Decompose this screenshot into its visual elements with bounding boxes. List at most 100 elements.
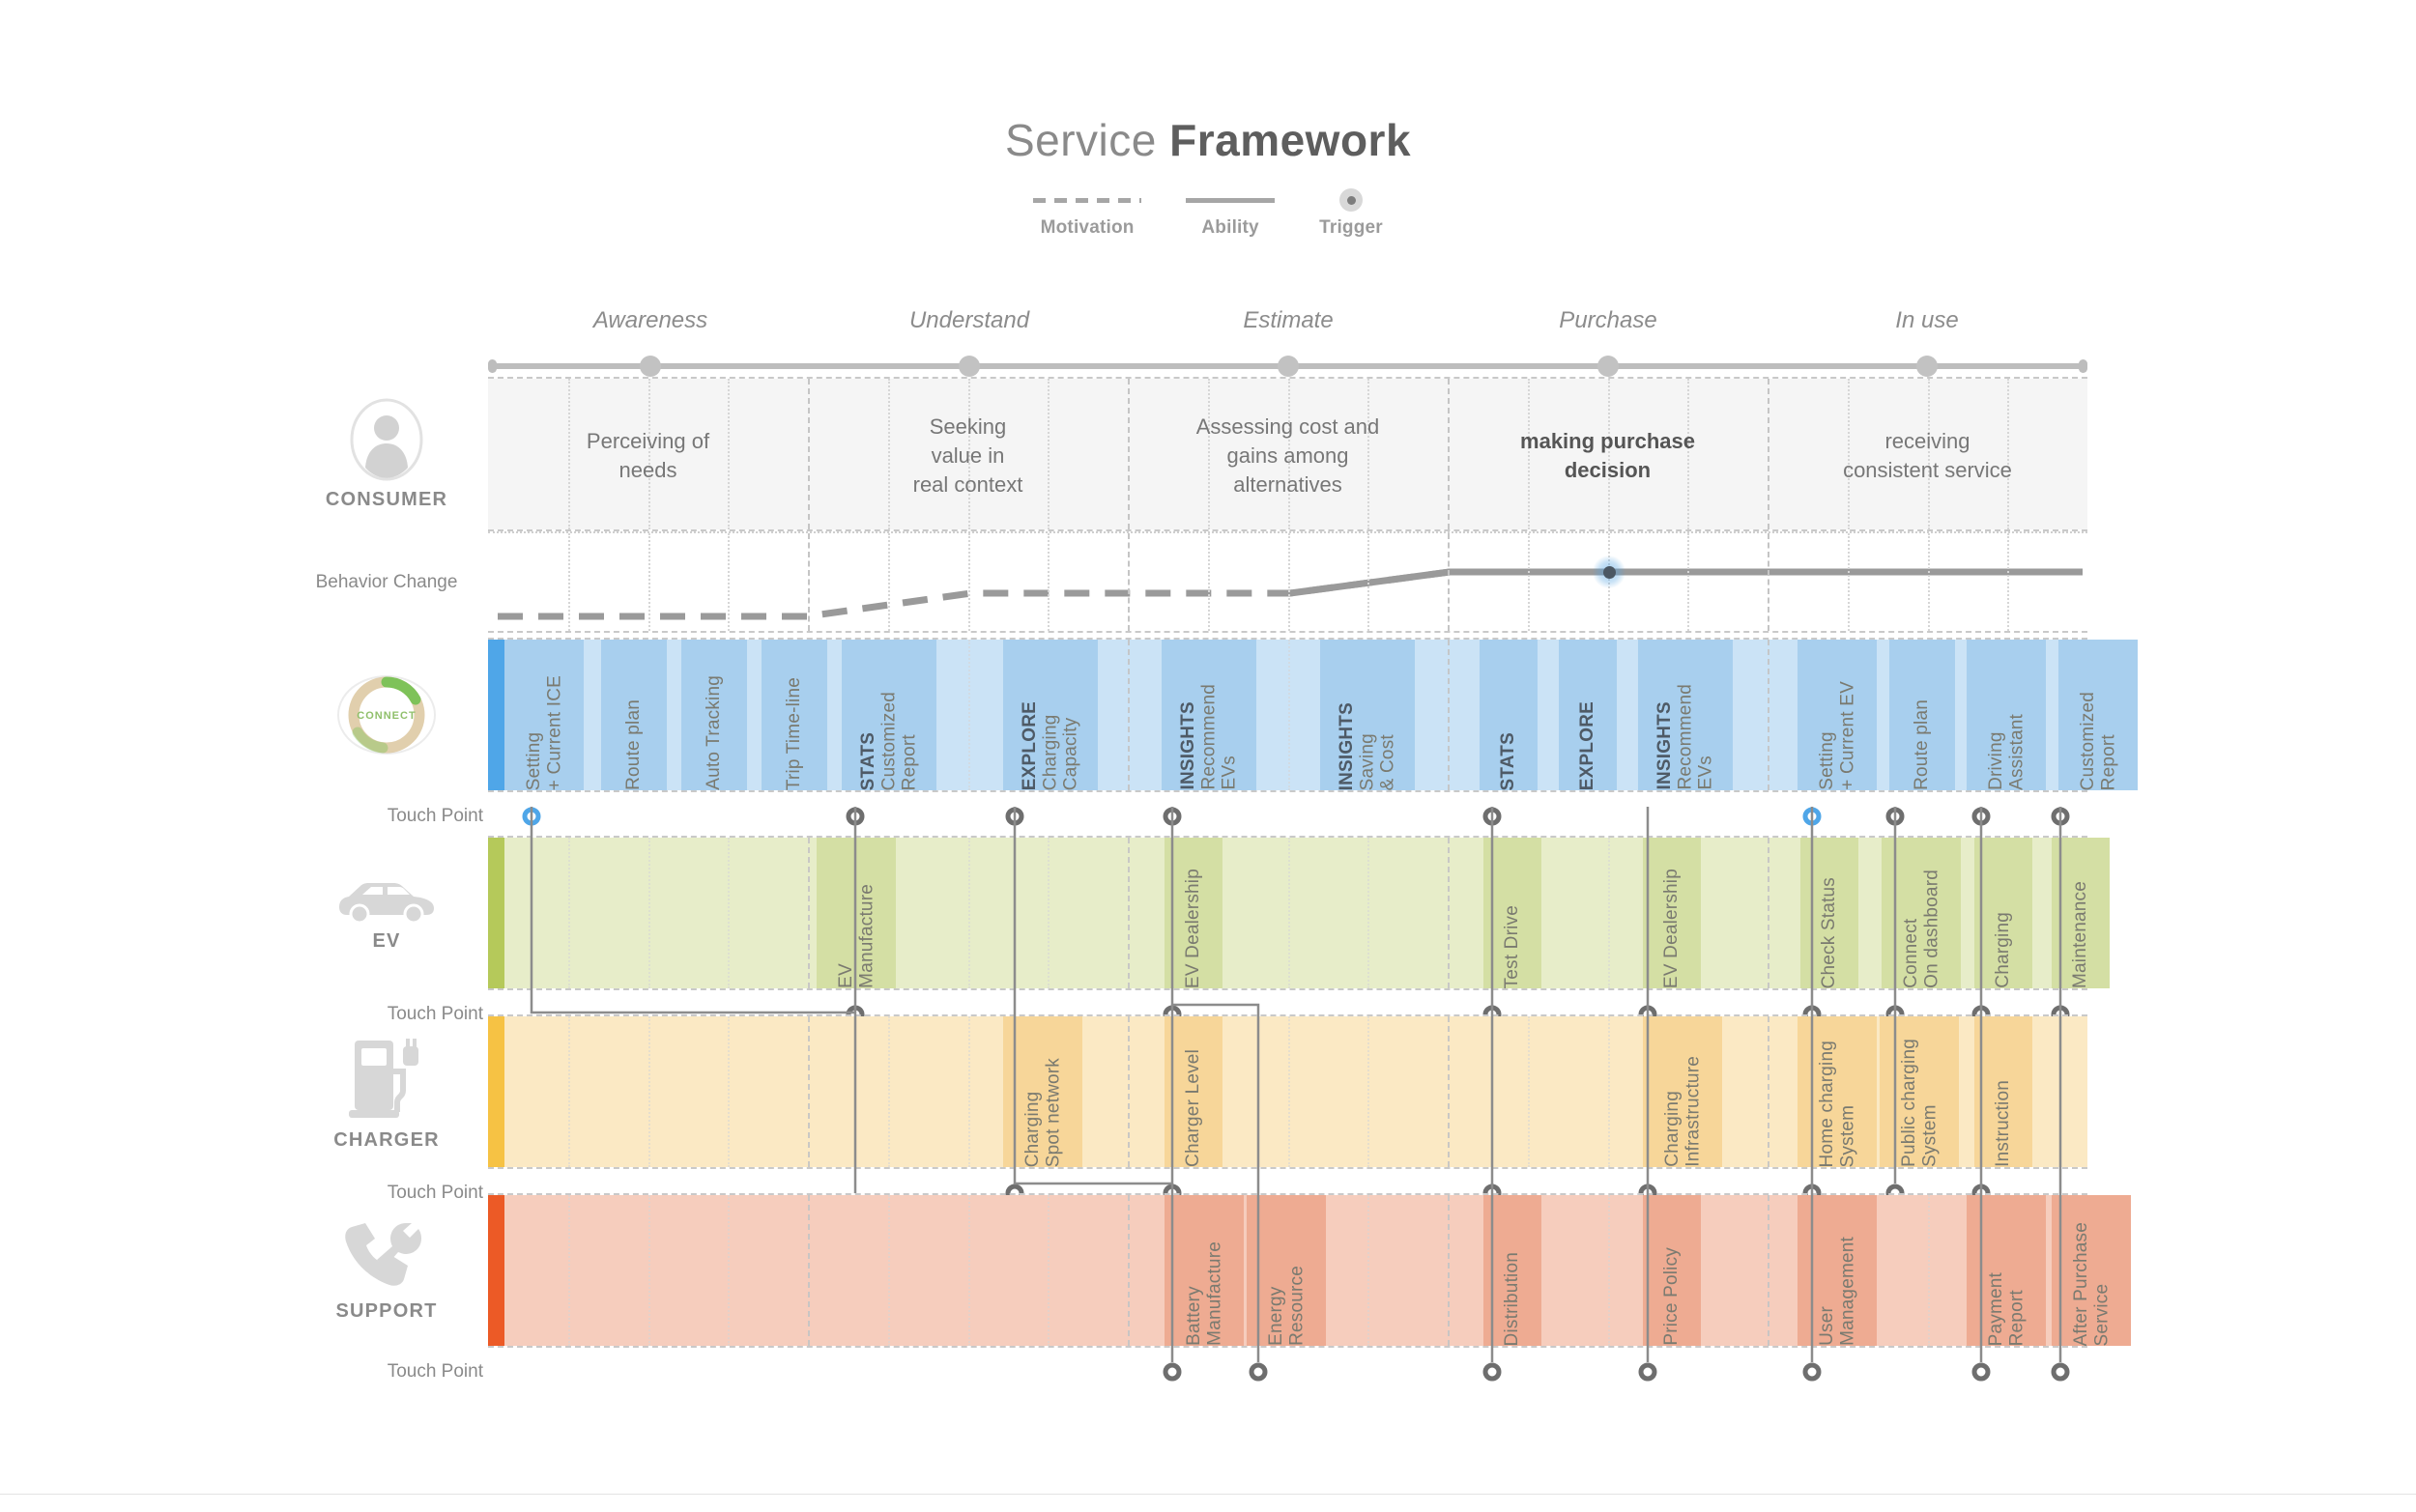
gridline <box>1448 640 1450 790</box>
legend-item-trigger: Trigger <box>1319 188 1383 239</box>
journey-axis <box>488 356 2087 377</box>
ev-cell-6[interactable]: Charging <box>1974 838 2032 988</box>
connect-touchpoint-6[interactable] <box>1885 807 1905 826</box>
ev-cell-2[interactable]: Test Drive <box>1483 838 1541 988</box>
gridline-minor <box>1367 379 1370 529</box>
support-touchpoint-3[interactable] <box>1638 1362 1657 1382</box>
ev-cell-5[interactable]: Connect On dashboard <box>1882 838 1961 988</box>
support-touchpoint-strip <box>488 1350 2087 1394</box>
legend-label-motivation: Motivation <box>1040 217 1135 238</box>
ev-cell-1[interactable]: EV Dealership <box>1165 838 1222 988</box>
gridline-phase-1 <box>808 379 810 529</box>
connect-touchpoint-3[interactable] <box>1163 807 1182 826</box>
gridline <box>1287 1016 1290 1167</box>
gridline-minor <box>1287 533 1290 631</box>
charger-cell-label-4: Public charging System <box>1898 1039 1940 1167</box>
trigger-dot-icon <box>1339 188 1363 212</box>
support-cell-4[interactable]: User Management <box>1798 1195 1877 1346</box>
behavior-trigger-dot <box>1593 556 1625 588</box>
connect-cell-label-1: Route plan <box>623 699 645 790</box>
gridline-minor <box>1687 533 1690 631</box>
legend: Motivation Ability Trigger <box>0 188 2416 239</box>
connect-touchpoint-0[interactable] <box>522 807 541 826</box>
connect-touchpoint-2[interactable] <box>1005 807 1024 826</box>
connect-touchpoint-8[interactable] <box>2051 807 2070 826</box>
row-label-connect: CONNECT <box>285 638 488 792</box>
connect-cell-11[interactable]: Setting + Current EV <box>1798 640 1877 790</box>
gridline-minor <box>567 379 570 529</box>
charger-accent-cap <box>488 1016 504 1167</box>
connect-cell-10[interactable]: INSIGHTS Recommend EVs <box>1638 640 1733 790</box>
connect-cell-13[interactable]: Driving Assistant <box>1967 640 2046 790</box>
gridline <box>967 1195 970 1346</box>
gridline-phase-1 <box>808 533 810 631</box>
connect-cell-4[interactable]: STATS Customized Report <box>842 640 936 790</box>
support-touchpoint-5[interactable] <box>1971 1362 1991 1382</box>
gridline-minor <box>2007 379 2010 529</box>
gridline <box>567 1195 570 1346</box>
connect-cell-label-2: Auto Tracking <box>704 675 725 790</box>
connect-cell-2[interactable]: Auto Tracking <box>681 640 747 790</box>
charger-cell-5[interactable]: Instruction <box>1974 1016 2032 1167</box>
support-cell-5[interactable]: Payment Report <box>1967 1195 2046 1346</box>
row-caption-consumer: CONSUMER <box>325 488 448 510</box>
ev-cell-3[interactable]: EV Dealership <box>1643 838 1701 988</box>
connect-cell-5[interactable]: EXPLORE Charging Capacity <box>1003 640 1098 790</box>
connect-cell-1[interactable]: Route plan <box>601 640 667 790</box>
ev-row: EV Manufacture EV Dealership Test Drive EV … <box>488 836 2110 990</box>
connect-cell-0[interactable]: Setting + Current ICE <box>504 640 584 790</box>
support-touchpoint-1[interactable] <box>1249 1362 1268 1382</box>
ev-cell-label-5: Connect On dashboard <box>1900 870 1941 988</box>
gridline-minor <box>647 533 650 631</box>
connect-cell-14[interactable]: Customized Report <box>2058 640 2138 790</box>
support-touchpoint-4[interactable] <box>1802 1362 1822 1382</box>
gridline-phase-3 <box>1448 533 1450 631</box>
gridline-minor <box>2007 533 2010 631</box>
support-cell-6[interactable]: After Purchase Service <box>2052 1195 2131 1346</box>
connect-touchpoint-1[interactable] <box>846 807 865 826</box>
gridline <box>1927 1195 1930 1346</box>
support-touchpoint-0[interactable] <box>1163 1362 1182 1382</box>
charger-cell-1[interactable]: Charger Level <box>1165 1016 1222 1167</box>
support-touchpoint-2[interactable] <box>1482 1362 1502 1382</box>
connect-cell-12[interactable]: Route plan <box>1889 640 1955 790</box>
ev-cell-label-4: Check Status <box>1819 876 1840 988</box>
support-cell-2[interactable]: Distribution <box>1483 1195 1541 1346</box>
gridline <box>1128 1195 1130 1346</box>
charger-cell-0[interactable]: Charging Spot network <box>1003 1016 1082 1167</box>
gridline <box>808 838 810 988</box>
gridline <box>887 1016 890 1167</box>
gridline <box>808 1195 810 1346</box>
touchpoint-label-connect: Touch Point <box>387 806 483 826</box>
connect-cell-9[interactable]: EXPLORE <box>1559 640 1617 790</box>
charger-cell-label-2: Charging Infrastructure <box>1661 1056 1703 1167</box>
connect-cell-3[interactable]: Trip Time-line <box>762 640 827 790</box>
charger-cell-4[interactable]: Public charging System <box>1880 1016 1959 1167</box>
support-cell-1[interactable]: Energy Resource <box>1247 1195 1326 1346</box>
ev-cell-label-3: EV Dealership <box>1661 868 1683 988</box>
charger-cell-3[interactable]: Home charging System <box>1798 1016 1877 1167</box>
charger-cell-2[interactable]: Charging Infrastructure <box>1643 1016 1722 1167</box>
support-touchpoint-6[interactable] <box>2051 1362 2070 1382</box>
connect-touchpoint-5[interactable] <box>1802 807 1822 826</box>
gridline <box>647 1016 650 1167</box>
connect-cell-7[interactable]: INSIGHTS Saving & Cost <box>1320 640 1415 790</box>
connect-touchpoint-7[interactable] <box>1971 807 1991 826</box>
connect-touchpoint-4[interactable] <box>1482 807 1502 826</box>
support-cell-3[interactable]: Price Policy <box>1643 1195 1701 1346</box>
support-cell-0[interactable]: Battery Manufacture <box>1165 1195 1244 1346</box>
connect-cell-label-5: EXPLORE Charging Capacity <box>1020 700 1081 790</box>
ev-cell-4[interactable]: Check Status <box>1800 838 1858 988</box>
ev-cell-7[interactable]: Maintenance <box>2052 838 2110 988</box>
row-caption-ev: EV <box>372 929 401 952</box>
axis-node-2 <box>1278 356 1299 377</box>
connect-cell-8[interactable]: STATS <box>1480 640 1538 790</box>
gridline-minor <box>887 533 890 631</box>
ev-cell-0[interactable]: EV Manufacture <box>817 838 896 988</box>
gridline <box>1367 1195 1370 1346</box>
connect-cell-6[interactable]: INSIGHTS Recommend EVs <box>1162 640 1256 790</box>
gridline-minor <box>967 533 970 631</box>
gridline-minor <box>1048 379 1050 529</box>
